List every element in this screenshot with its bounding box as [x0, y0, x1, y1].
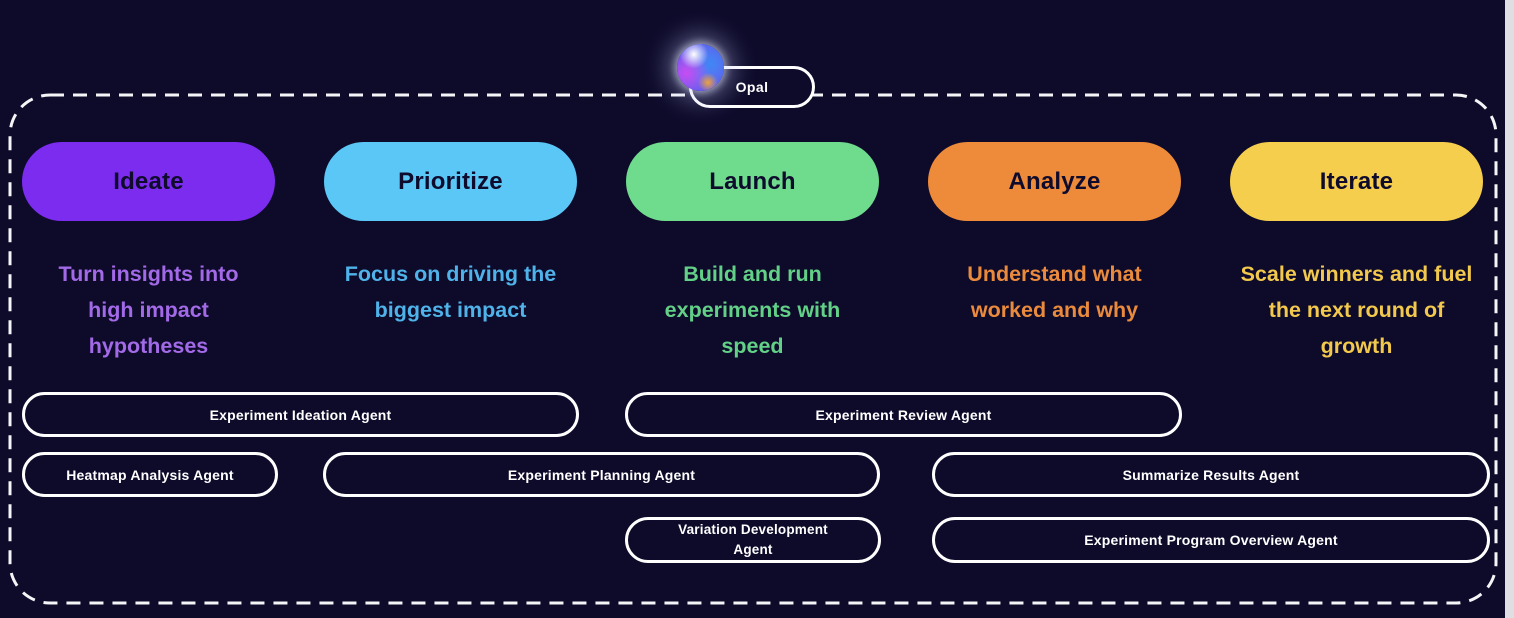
stage-description: Focus on driving the biggest impact — [344, 262, 557, 322]
stage-label: Iterate — [1319, 167, 1394, 195]
stage-label: Analyze — [1008, 167, 1101, 195]
agent-pill-experiment-program-overview: Experiment Program Overview Agent — [932, 517, 1490, 563]
stage-pill-launch: Launch — [626, 142, 879, 221]
stage-description: Understand what worked and why — [967, 262, 1142, 322]
opal-sphere-icon — [677, 44, 724, 91]
stage-column-ideate: Ideate Turn insights into high impact hy… — [22, 142, 275, 364]
stage-pill-ideate: Ideate — [22, 142, 275, 221]
agent-pill-experiment-ideation: Experiment Ideation Agent — [22, 392, 579, 437]
stage-pill-iterate: Iterate — [1230, 142, 1483, 221]
stage-label: Ideate — [113, 167, 184, 195]
agent-pill-variation-development: Variation Development Agent — [625, 517, 881, 563]
agent-pill-heatmap-analysis: Heatmap Analysis Agent — [22, 452, 278, 497]
agent-pill-experiment-planning: Experiment Planning Agent — [323, 452, 880, 497]
stage-description: Turn insights into high impact hypothese… — [58, 262, 239, 358]
stage-column-analyze: Analyze Understand what worked and why — [928, 142, 1181, 364]
agent-pill-experiment-review: Experiment Review Agent — [625, 392, 1182, 437]
stage-label: Prioritize — [398, 167, 503, 195]
stage-description: Build and run experiments with speed — [664, 262, 841, 358]
page-edge-strip — [1505, 0, 1514, 618]
stage-label: Launch — [709, 167, 796, 195]
stage-column-iterate: Iterate Scale winners and fuel the next … — [1230, 142, 1483, 364]
stage-column-launch: Launch Build and run experiments with sp… — [626, 142, 879, 364]
stage-description: Scale winners and fuel the next round of… — [1240, 262, 1473, 358]
stage-column-prioritize: Prioritize Focus on driving the biggest … — [324, 142, 577, 364]
stage-pill-analyze: Analyze — [928, 142, 1181, 221]
stage-row: Ideate Turn insights into high impact hy… — [22, 142, 1483, 364]
stage-pill-prioritize: Prioritize — [324, 142, 577, 221]
opal-badge-label: Opal — [735, 79, 769, 95]
agent-pill-summarize-results: Summarize Results Agent — [932, 452, 1490, 497]
